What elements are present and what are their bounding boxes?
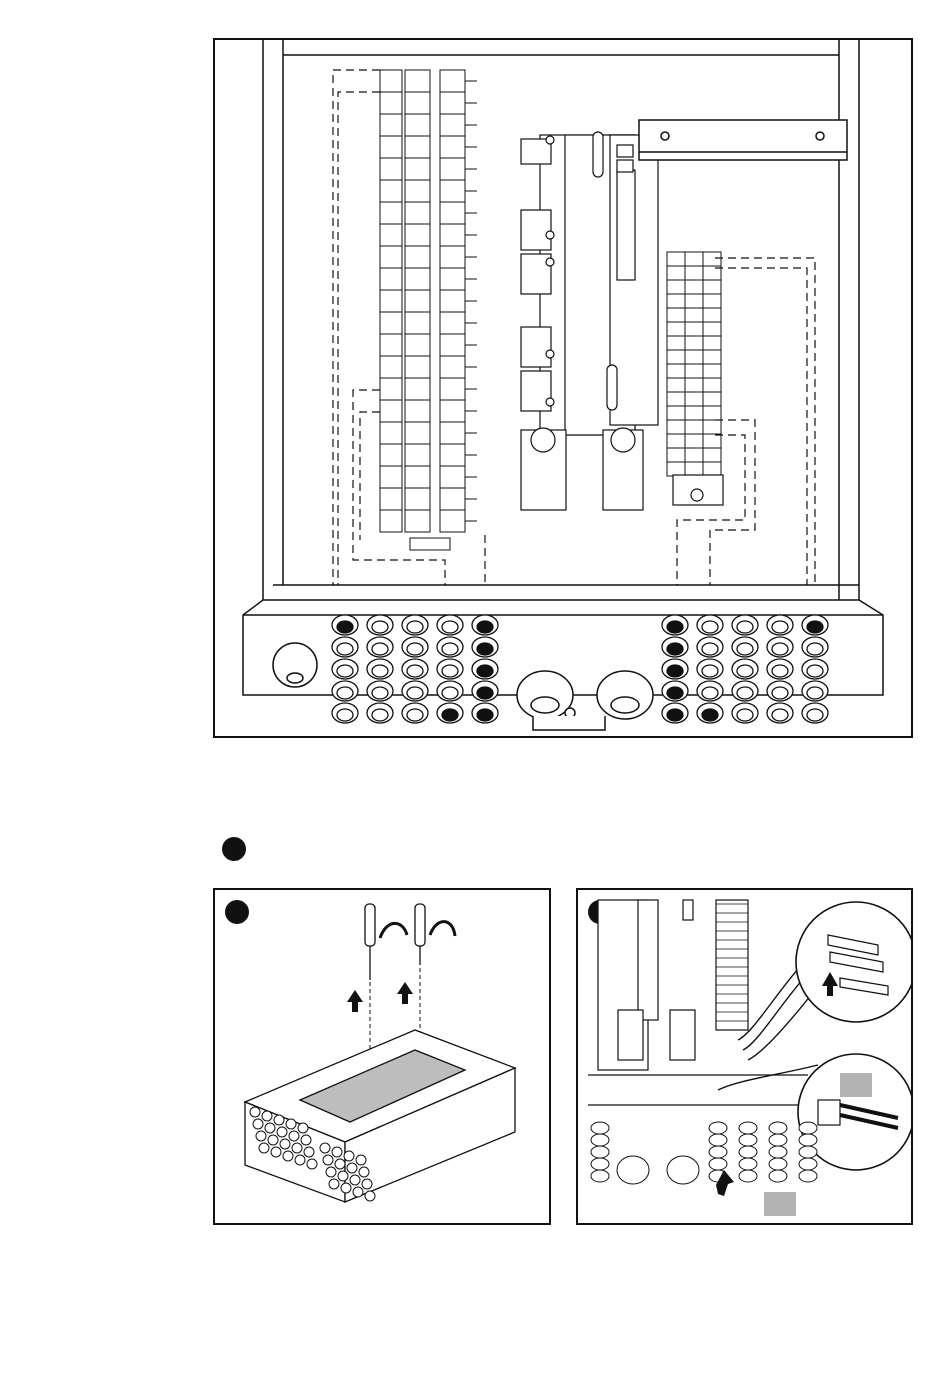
enclosure-iso — [245, 1030, 515, 1202]
control-board — [521, 132, 658, 435]
enclosure-wiring-svg — [215, 40, 911, 736]
step-marker — [222, 837, 246, 861]
shaded-label-box — [840, 1073, 872, 1097]
right-terminal-block — [667, 252, 721, 476]
step-figure-remove-cover — [213, 888, 551, 1225]
enclosure-wiring-diagram — [213, 38, 913, 738]
connect-wires-svg — [578, 890, 911, 1223]
din-rail — [639, 120, 847, 160]
large-glands — [273, 643, 653, 730]
screwdriver-icon — [365, 904, 425, 980]
remove-cover-svg — [215, 890, 549, 1223]
shaded-label-box — [764, 1192, 796, 1216]
left-terminal-block — [380, 70, 477, 550]
step-figure-connect-wires — [576, 888, 913, 1225]
cable-glands — [332, 615, 828, 723]
detail-glands — [591, 1122, 817, 1184]
